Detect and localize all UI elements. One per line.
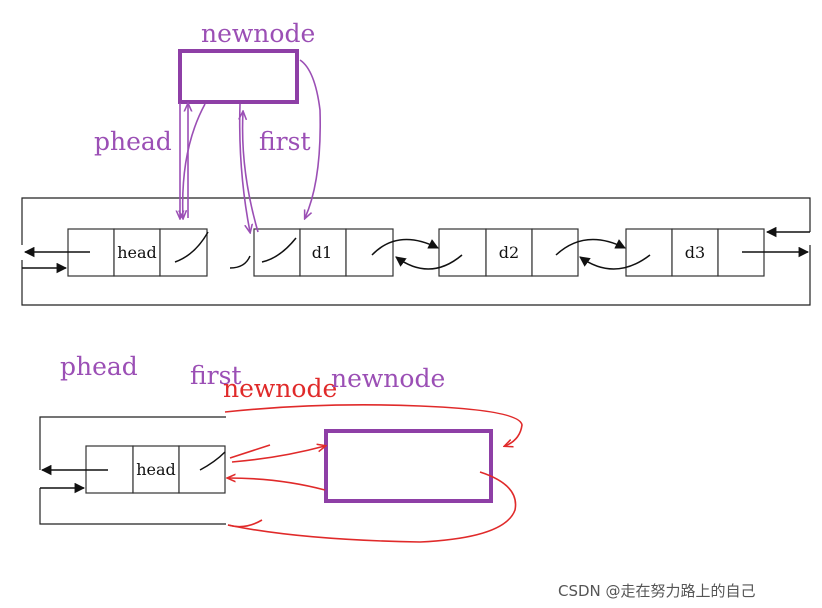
node-d2-label: d2 — [499, 243, 519, 262]
top-pointer-arrows — [180, 59, 322, 232]
bottom-phead-label: phead — [60, 352, 138, 381]
bottom-first-label: first — [190, 361, 242, 390]
node-d3: d3 — [625, 228, 765, 277]
bottom-newnode-purple-label: newnode — [331, 364, 445, 393]
top-diagram: head d1 d2 d3 — [21, 19, 811, 306]
bottom-newnode-red-label: newnode — [223, 374, 337, 403]
bottom-link-arrows — [40, 451, 226, 494]
top-newnode-box — [178, 49, 299, 104]
bottom-diagram: head phead first newnode newnode — [39, 352, 523, 543]
bottom-outer-frame — [39, 416, 226, 525]
bottom-newnode-box — [324, 429, 493, 503]
watermark: CSDN @走在努力路上的自己 — [558, 582, 756, 600]
top-outer-frame — [21, 197, 811, 306]
node-d2: d2 — [438, 228, 579, 277]
node-d1: d1 — [253, 228, 394, 277]
top-link-arrows — [22, 226, 810, 274]
top-newnode-label: newnode — [201, 19, 315, 48]
node-d3-label: d3 — [685, 243, 705, 262]
node-head-label: head — [117, 243, 157, 262]
bottom-red-arrows — [224, 404, 523, 543]
bottom-node-head-label: head — [136, 460, 176, 479]
top-first-label: first — [259, 127, 311, 156]
node-head: head — [67, 228, 208, 277]
node-d1-label: d1 — [312, 243, 332, 262]
top-phead-label: phead — [94, 127, 172, 156]
